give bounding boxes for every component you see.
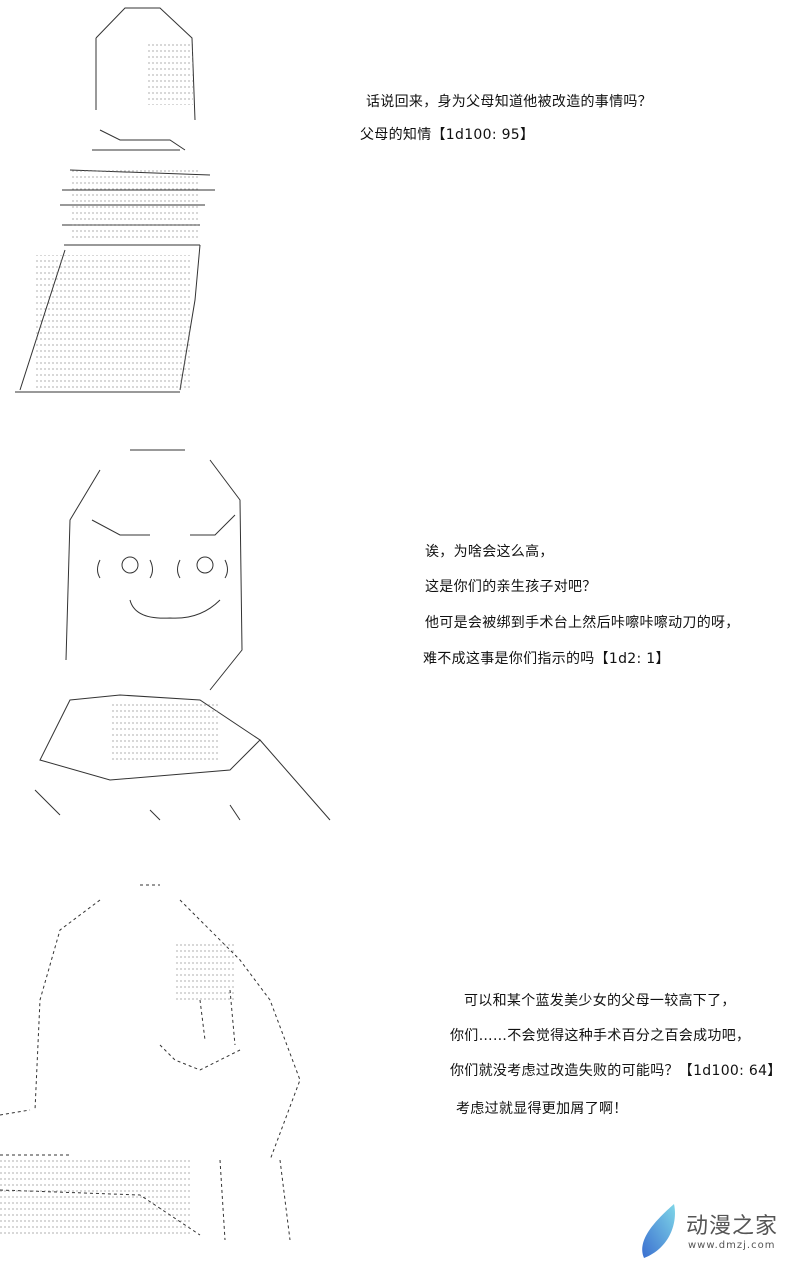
watermark: 动漫之家 www.dmzj.com [636, 1200, 796, 1260]
dice-roll-line: 父母的知情【1d100: 95】 [360, 127, 535, 143]
dialogue-line: 这是你们的亲生孩子对吧？ [425, 579, 597, 595]
dice-roll-line: 你们就没考虑过改造失败的可能吗？【1d100: 64】 [450, 1063, 782, 1079]
dialogue-line: 你们……不会觉得这种手术百分之百会成功吧， [450, 1028, 751, 1044]
watermark-leaf-logo-icon [642, 1204, 675, 1258]
ascii-art-figure-1 [15, 7, 215, 393]
ascii-art-figure-3 [0, 884, 301, 1241]
dice-roll-line: 难不成这事是你们指示的吗【1d2: 1】 [423, 651, 670, 667]
dialogue-line: 考虑过就显得更加屑了啊！ [456, 1101, 628, 1117]
dialogue-line: 可以和某个蓝发美少女的父母一较高下了， [464, 993, 736, 1009]
watermark-name: 动漫之家 [686, 1214, 779, 1239]
dialogue-line: 他可是会被绑到手术台上然后咔嚓咔嚓动刀的呀， [425, 615, 740, 631]
dialogue-line: 诶，为啥会这么高， [425, 544, 554, 560]
watermark-url: www.dmzj.com [688, 1240, 776, 1251]
ascii-art-figure-2 [34, 449, 331, 821]
dialogue-line: 话说回来，身为父母知道他被改造的事情吗？ [366, 94, 652, 110]
